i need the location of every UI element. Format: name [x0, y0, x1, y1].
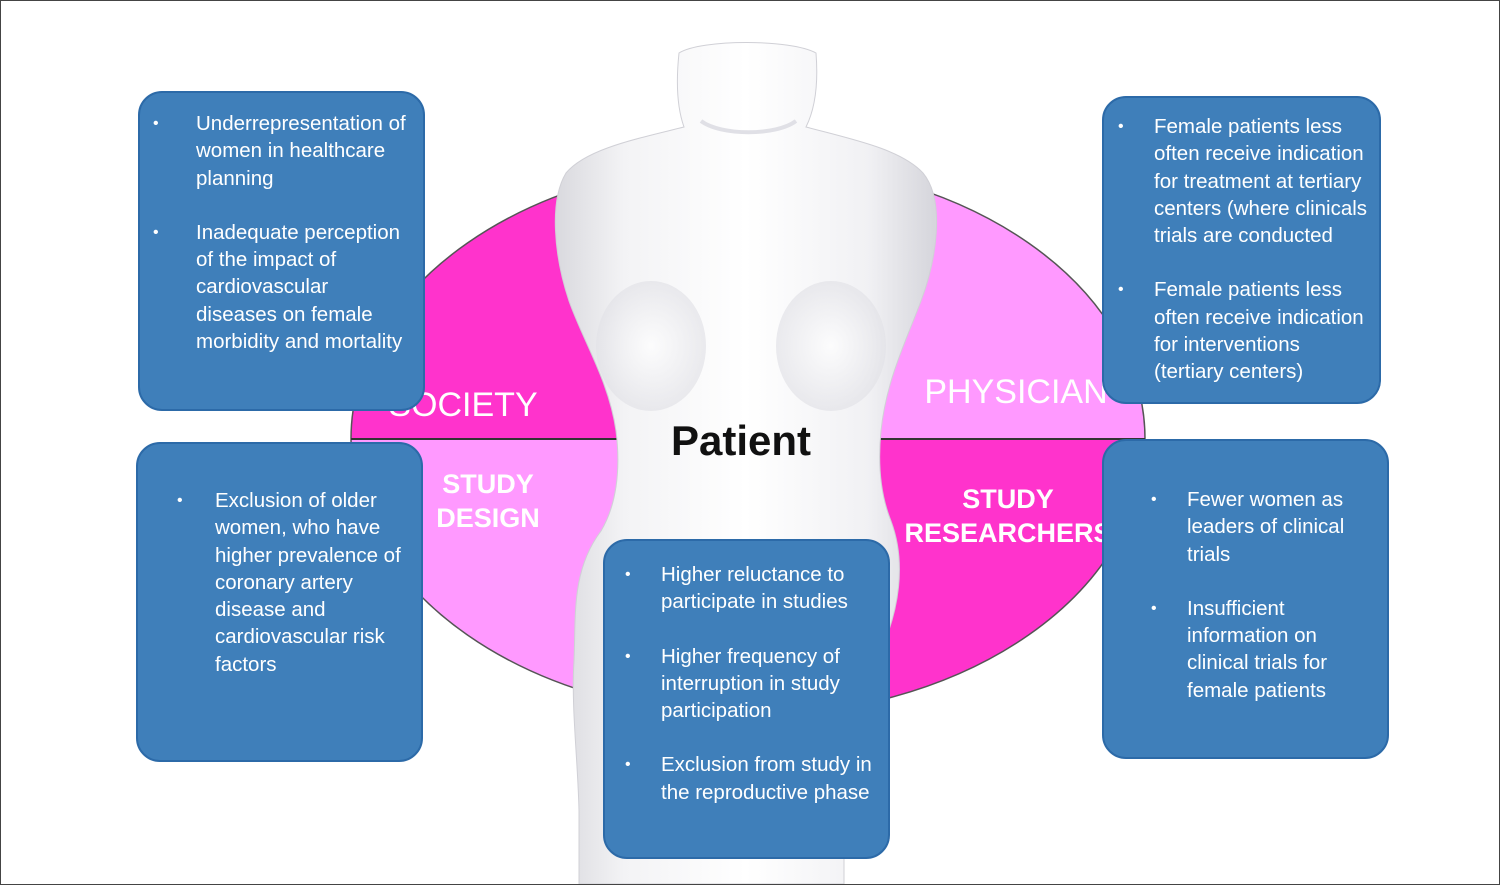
label-study-researchers-line2: RESEARCHERS: [904, 518, 1112, 548]
bullet-icon: •: [625, 756, 631, 774]
bullet-icon: •: [153, 223, 159, 241]
box-physician-list: • Female patients less often receive indi…: [1118, 113, 1371, 386]
box-physician: • Female patients less often receive indi…: [1102, 96, 1381, 404]
list-item: • Exclusion from study in the reproductiv…: [625, 751, 880, 806]
list-item: • Higher frequency of interruption in stu…: [625, 643, 880, 725]
box-patient-list: • Higher reluctance to participate in stu…: [625, 561, 880, 806]
bullet-icon: •: [1118, 281, 1124, 299]
list-item-text: Fewer women as leaders of clinical trial…: [1187, 488, 1345, 566]
list-item: • Female patients less often receive indi…: [1118, 113, 1371, 249]
bullet-icon: •: [153, 115, 159, 132]
bullet-icon: •: [177, 492, 183, 509]
mannequin-breast-right: [776, 281, 886, 411]
list-item-text: Underrepresentation of women in healthca…: [196, 112, 406, 190]
list-item: • Higher reluctance to participate in stu…: [625, 561, 880, 616]
list-item: • Inadequate perception of the impact of …: [153, 219, 413, 355]
list-item: • Fewer women as leaders of clinical tria…: [1151, 486, 1379, 568]
list-item-text: Higher reluctance to participate in stud…: [661, 563, 848, 614]
box-study-researchers-list: • Fewer women as leaders of clinical tria…: [1151, 486, 1379, 704]
bullet-icon: •: [625, 566, 631, 583]
label-study-design-line2: DESIGN: [436, 503, 540, 533]
mannequin-neck-shadow: [699, 119, 798, 135]
list-item: • Insufficient information on clinical tr…: [1151, 595, 1379, 704]
list-item-text: Inadequate perception of the impact of c…: [196, 220, 403, 354]
box-study-researchers: • Fewer women as leaders of clinical tria…: [1102, 439, 1389, 759]
list-item-text: Female patients less often receive indic…: [1154, 115, 1368, 248]
bullet-icon: •: [1151, 491, 1157, 508]
box-study-design-list: • Exclusion of older women, who have high…: [177, 487, 413, 678]
box-patient: • Higher reluctance to participate in stu…: [603, 539, 890, 859]
list-item-text: Higher frequency of interruption in stud…: [661, 644, 840, 723]
list-item: • Exclusion of older women, who have high…: [177, 487, 413, 678]
label-study-design: STUDY DESIGN: [403, 467, 573, 535]
list-item-text: Insufficient information on clinical tri…: [1187, 596, 1328, 702]
label-study-researchers: STUDY RESEARCHERS: [898, 482, 1118, 550]
bullet-icon: •: [1151, 599, 1157, 617]
list-item: • Female patients less often receive indi…: [1118, 276, 1371, 385]
list-item-text: Exclusion of older women, who have highe…: [215, 489, 401, 676]
mannequin-breast-left: [596, 281, 706, 411]
list-item: • Underrepresentation of women in healthc…: [153, 110, 413, 192]
box-study-design: • Exclusion of older women, who have high…: [136, 442, 423, 762]
box-society: • Underrepresentation of women in healthc…: [138, 91, 425, 411]
label-physician: PHYSICIAN: [924, 373, 1108, 411]
label-patient: Patient: [670, 417, 812, 464]
bullet-icon: •: [1118, 118, 1124, 135]
list-item-text: Exclusion from study in the reproductive…: [661, 753, 872, 804]
label-study-researchers-line1: STUDY: [962, 484, 1054, 514]
box-society-list: • Underrepresentation of women in healthc…: [153, 110, 413, 355]
label-study-design-line1: STUDY: [442, 469, 534, 499]
list-item-text: Female patients less often receive indic…: [1154, 278, 1364, 384]
bullet-icon: •: [625, 647, 631, 665]
